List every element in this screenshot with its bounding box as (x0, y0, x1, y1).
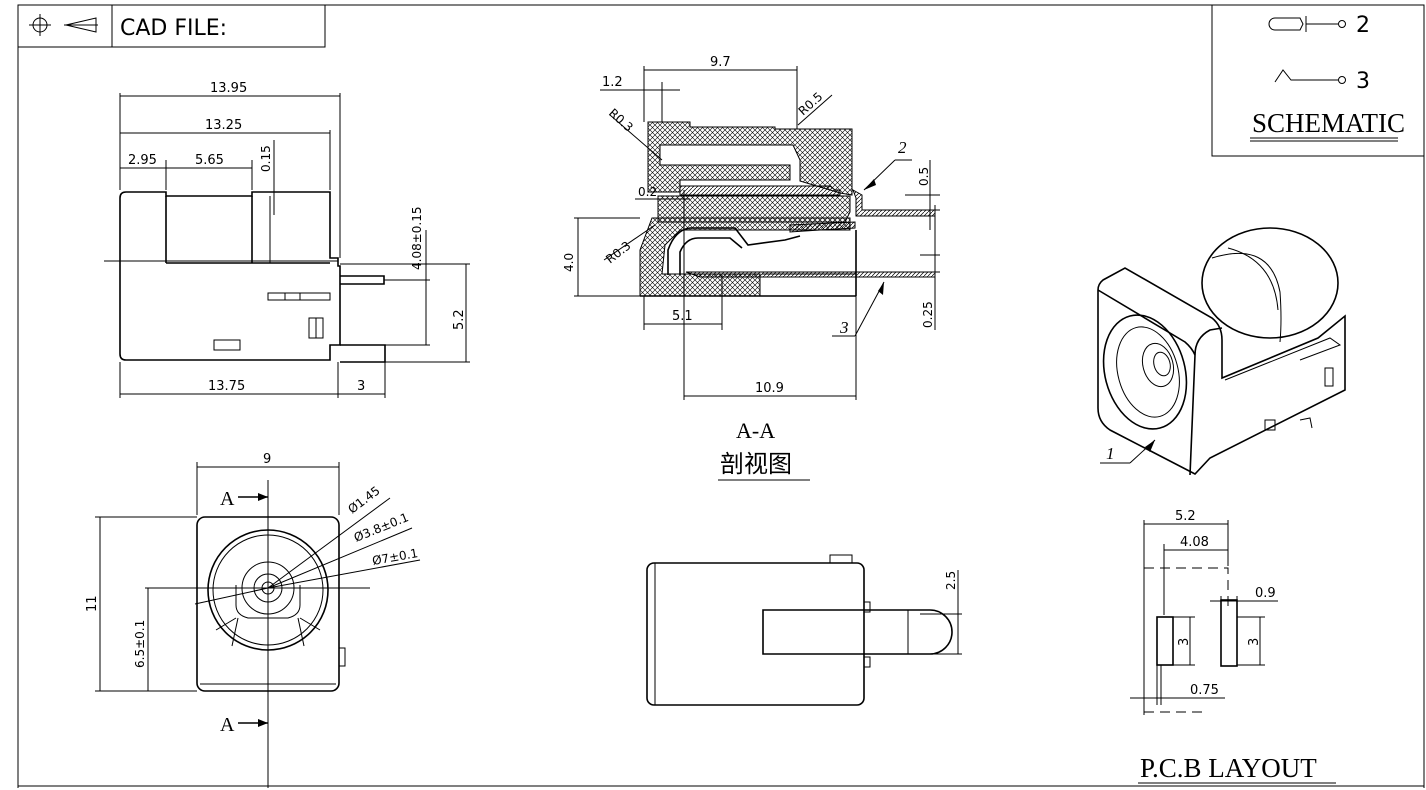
dim-5-1: 5.1 (672, 309, 693, 324)
pcb-layout-title: P.C.B LAYOUT (1140, 753, 1317, 783)
dim-0-25: 0.25 (921, 301, 935, 328)
pin-3-symbol-icon (1274, 69, 1346, 84)
dim-13-25: 13.25 (205, 118, 242, 133)
schematic-pin-3: 3 (1356, 69, 1370, 94)
dim-0-5: 0.5 (917, 167, 931, 186)
dim-10-9: 10.9 (755, 381, 784, 396)
pcb-dim-0-75: 0.75 (1190, 683, 1219, 698)
dim-3: 3 (357, 379, 365, 394)
dim-0-2: 0.2 (638, 185, 657, 199)
dim-0-15: 0.15 (259, 145, 273, 172)
callout-3: 3 (839, 318, 849, 337)
section-mark-a-top: A (220, 488, 235, 510)
dim-dia-1-45: Ø1.45 (345, 483, 382, 516)
pcb-dim-4-08: 4.08 (1180, 535, 1209, 550)
dim-5-65: 5.65 (195, 153, 224, 168)
dim-5-2: 5.2 (452, 309, 467, 330)
pcb-dim-3-left: 3 (1177, 638, 1192, 646)
dim-r0-3-top: R0.3 (606, 106, 636, 135)
projection-symbol-icon (29, 14, 98, 36)
dim-2-95: 2.95 (128, 153, 157, 168)
section-label-aa: A-A (736, 418, 775, 443)
section-label-chinese: 剖视图 (720, 450, 792, 478)
dim-9-7: 9.7 (710, 55, 731, 70)
dim-13-75: 13.75 (208, 379, 245, 394)
section-view: 9.7 1.2 R0.5 R0.3 0.2 R0.3 4.0 5.1 10.9 … (562, 55, 940, 481)
side-view: 13.95 13.25 2.95 5.65 0.15 4.08±0.15 5.2… (104, 81, 470, 398)
schematic-block: 2 3 SCHEMATIC (1211, 4, 1425, 157)
dim-9: 9 (263, 452, 271, 467)
section-mark-a-bottom: A (220, 714, 235, 736)
iso-view: 1 (1097, 227, 1346, 476)
pcb-dim-5-2: 5.2 (1175, 509, 1196, 524)
dim-4-0: 4.0 (562, 253, 576, 272)
pin-2-symbol-icon (1268, 16, 1346, 32)
pcb-layout: 5.2 4.08 0.9 3 3 0.75 P.C.B LAYOUT (1130, 509, 1336, 784)
bottom-view: 2.5 (646, 554, 962, 706)
front-view: A A Ø1.45 Ø3.8±0.1 Ø7±0.1 9 11 6.5±0.1 (85, 452, 421, 788)
dim-dia-3-8: Ø3.8±0.1 (352, 510, 411, 545)
callout-2: 2 (898, 138, 907, 157)
dim-6-5: 6.5±0.1 (133, 620, 147, 668)
dim-11: 11 (85, 595, 100, 612)
callout-1: 1 (1106, 444, 1115, 463)
dim-13-95: 13.95 (210, 81, 247, 96)
dim-2-5: 2.5 (944, 571, 958, 590)
pcb-dim-3-right: 3 (1247, 638, 1262, 646)
cad-file-label: CAD FILE: (120, 16, 227, 41)
schematic-title: SCHEMATIC (1252, 108, 1405, 138)
schematic-pin-2: 2 (1356, 13, 1370, 38)
dim-1-2: 1.2 (602, 75, 623, 90)
dim-4-08: 4.08±0.15 (410, 207, 424, 271)
pcb-dim-0-9: 0.9 (1255, 586, 1276, 601)
title-block: CAD FILE: (17, 4, 326, 48)
